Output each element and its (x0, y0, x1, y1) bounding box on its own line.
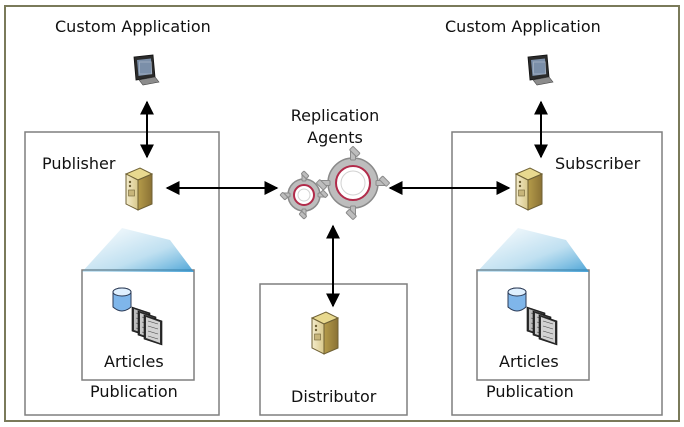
distributor-label: Distributor (291, 387, 377, 406)
server-icon (515, 167, 543, 211)
server-icon (311, 311, 339, 355)
subscriber-box (451, 131, 663, 416)
publication-beam-left (82, 228, 194, 272)
publication-beam-right (477, 228, 589, 272)
articles-label-left: Articles (104, 352, 164, 371)
custom-application-label-left: Custom Application (55, 17, 211, 36)
custom-application-label-right: Custom Application (445, 17, 601, 36)
publication-label-left: Publication (90, 382, 178, 401)
subscriber-label: Subscriber (555, 154, 641, 173)
publisher-box (24, 131, 220, 416)
publication-label-right: Publication (486, 382, 574, 401)
server-icon (125, 167, 153, 211)
replication-agents-label-line2: Agents (307, 128, 363, 147)
replication-agents-label-line1: Replication (290, 106, 380, 125)
publisher-label: Publisher (42, 154, 116, 173)
gears-icon (279, 146, 390, 220)
articles-label-right: Articles (499, 352, 559, 371)
